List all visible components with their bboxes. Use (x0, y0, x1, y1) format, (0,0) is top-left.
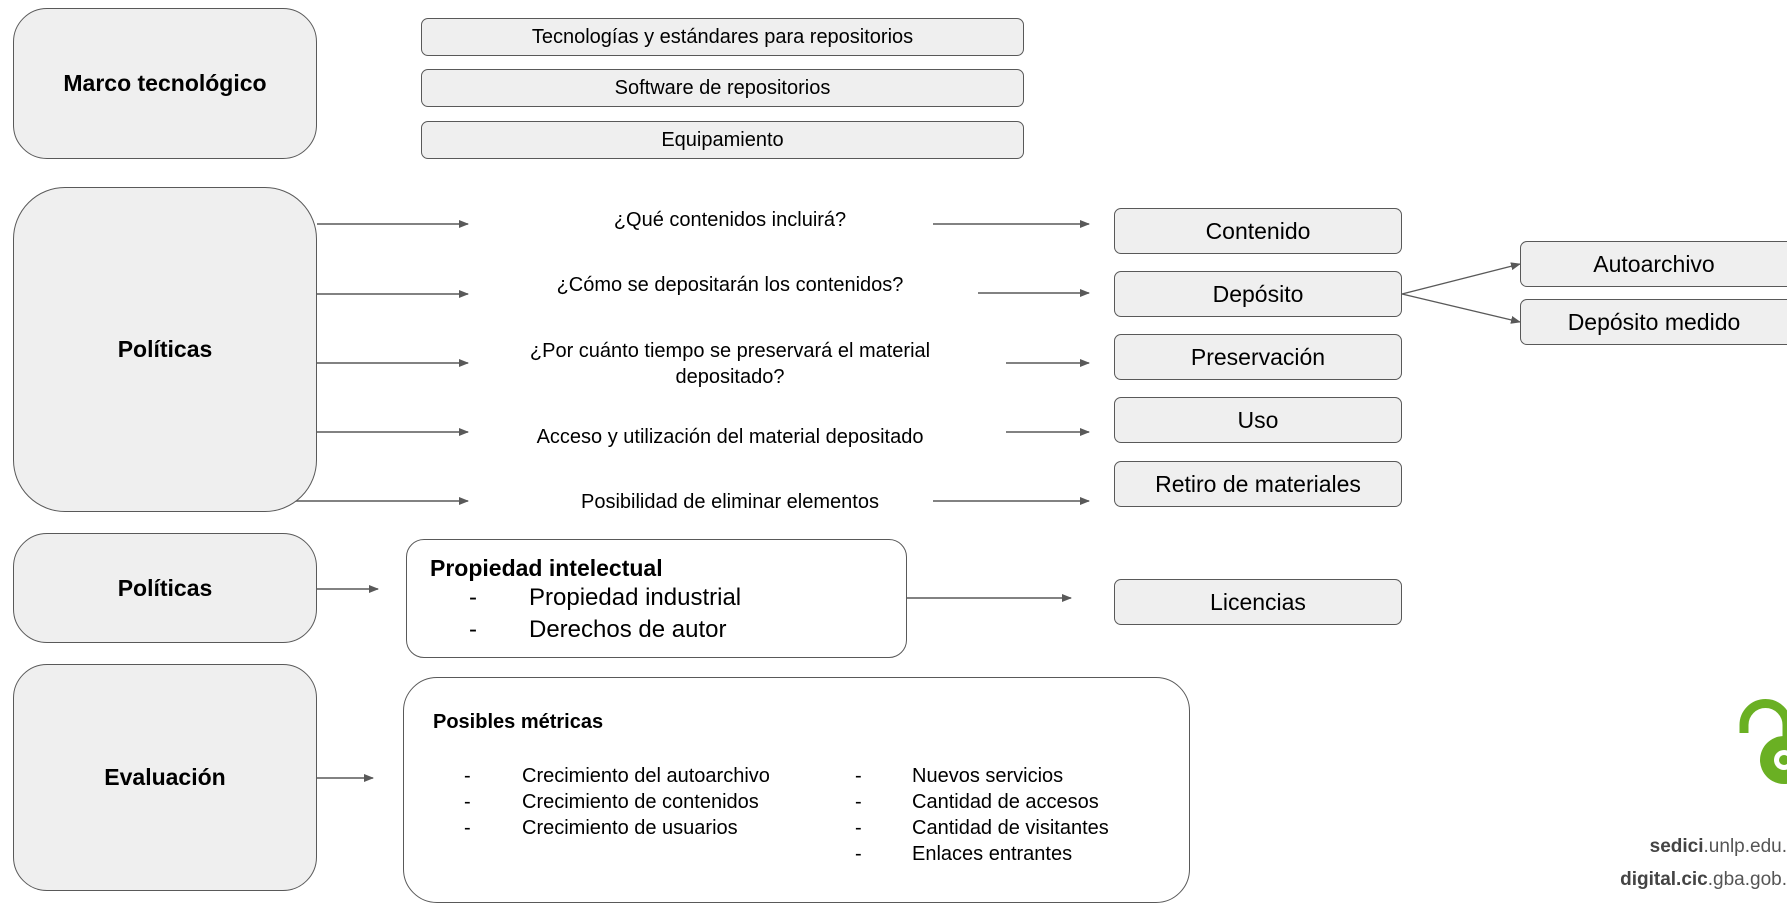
logo-line-cic: digital.cic.gba.gob. (1620, 869, 1787, 890)
question-contenidos: ¿Qué contenidos incluirá? (613, 209, 847, 231)
deposito-type-medido: Depósito medido (1520, 299, 1787, 345)
question-deposito: ¿Cómo se depositarán los contenidos? (556, 274, 904, 296)
marco-tecnologico-box: Marco tecnológico (13, 8, 317, 159)
open-access-icon (1739, 699, 1787, 784)
list-item: -Crecimiento del autoarchivo (464, 765, 770, 787)
deposito-type-autoarchivo: Autoarchivo (1520, 241, 1787, 287)
list-item: -Cantidad de accesos (855, 791, 1099, 813)
metricas-col1: -Crecimiento del autoarchivo -Crecimient… (464, 763, 770, 841)
question-acceso: Acceso y utilización del material deposi… (536, 426, 924, 448)
list-item: -Enlaces entrantes (855, 843, 1073, 865)
list-item: -Cantidad de visitantes (855, 817, 1109, 839)
arrow-autoarchivo (1401, 262, 1521, 295)
metricas-title: Posibles métricas (433, 711, 604, 733)
result-retiro: Retiro de materiales (1114, 461, 1402, 507)
politicas-title: Políticas (117, 336, 213, 362)
list-item: -Crecimiento de contenidos (464, 791, 759, 813)
propiedad-intelectual-box: Propiedad intelectual -Propiedad industr… (406, 539, 907, 658)
politicas-box: Políticas (13, 187, 317, 512)
evaluacion-title: Evaluación (104, 764, 226, 790)
list-item: -Derechos de autor (469, 616, 727, 643)
marco-item-tecnologias: Tecnologías y estándares para repositori… (421, 18, 1024, 56)
arrow-deposito-medido (1401, 293, 1521, 324)
result-preservacion: Preservación (1114, 334, 1402, 380)
marco-item-software: Software de repositorios (421, 69, 1024, 107)
evaluacion-box: Evaluación (13, 664, 317, 891)
list-item: -Propiedad industrial (469, 584, 742, 611)
result-uso: Uso (1114, 397, 1402, 443)
politicas-propiedad-title: Políticas (117, 574, 213, 601)
result-licencias: Licencias (1114, 579, 1402, 625)
question-eliminar: Posibilidad de eliminar elementos (581, 491, 879, 513)
result-deposito: Depósito (1114, 271, 1402, 317)
result-contenido: Contenido (1114, 208, 1402, 254)
metricas-col2: -Nuevos servicios -Cantidad de accesos -… (855, 763, 1109, 867)
marco-item-equipamiento: Equipamiento (421, 121, 1024, 159)
marco-tecnologico-title: Marco tecnológico (63, 70, 267, 96)
metricas-box: Posibles métricas -Crecimiento del autoa… (403, 677, 1190, 903)
politicas-propiedad-box: Políticas (13, 533, 317, 643)
propiedad-intelectual-title: Propiedad intelectual (430, 555, 663, 581)
propiedad-list: -Propiedad industrial -Derechos de autor (430, 582, 906, 646)
list-item: -Nuevos servicios (855, 765, 1064, 787)
list-item: -Crecimiento de usuarios (464, 817, 738, 839)
logo-line-sedici: sedici.unlp.edu. (1649, 836, 1787, 857)
question-preservacion: ¿Por cuánto tiempo se preservará el mate… (529, 340, 931, 388)
